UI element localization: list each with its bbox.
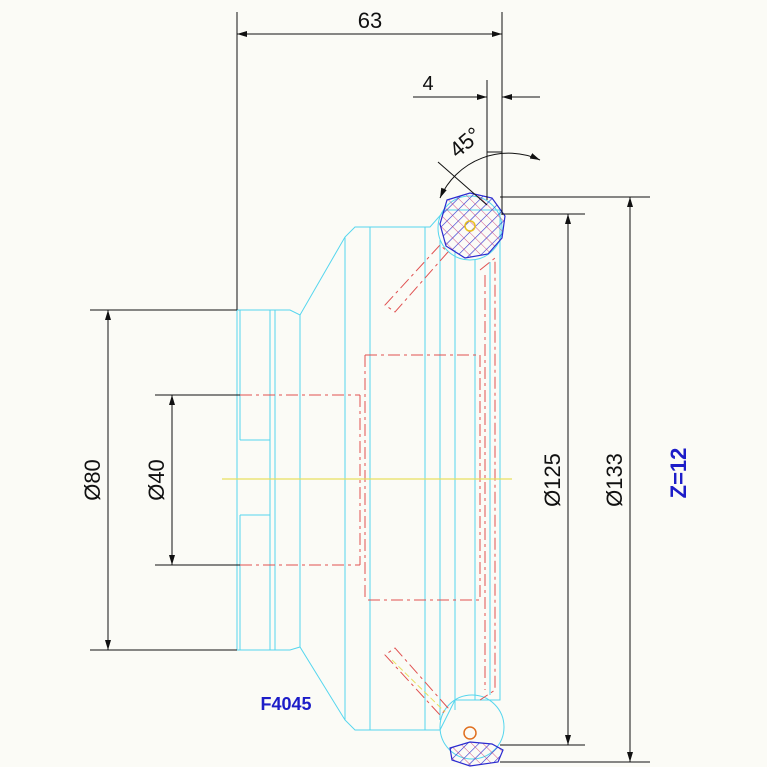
hidden-lines <box>240 244 496 716</box>
dimension-lines <box>90 12 650 763</box>
dim-dia80-label: Ø80 <box>80 459 105 501</box>
dim-angle-label: 45° <box>444 122 486 163</box>
cutting-insert-bottom <box>449 726 504 767</box>
dim-length-label: 63 <box>358 8 382 33</box>
insert-axis <box>391 659 446 713</box>
dim-dia125-label: Ø125 <box>540 453 565 507</box>
dim-dia40-label: Ø40 <box>144 459 169 501</box>
dim-offset-label: 4 <box>422 73 433 95</box>
part-code-label: F4045 <box>260 694 311 714</box>
dim-dia133-label: Ø133 <box>602 453 627 507</box>
teeth-count-label: Z=12 <box>666 448 691 499</box>
cutter-body <box>236 195 505 760</box>
